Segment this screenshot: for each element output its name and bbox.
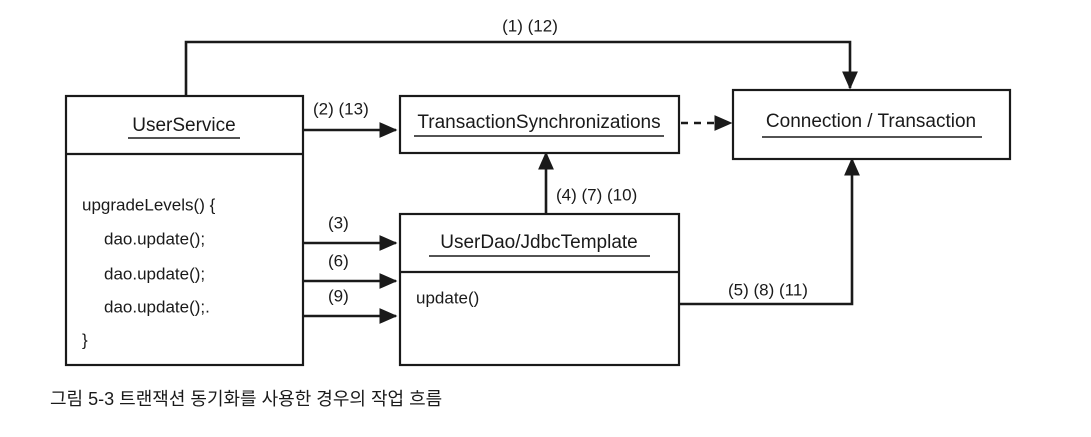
user-service-body-line-3: dao.update();. — [104, 297, 210, 316]
edge-label-3: (3) — [328, 213, 349, 232]
user-service-title: UserService — [132, 115, 235, 136]
user-service-body-line-2: dao.update(); — [104, 264, 205, 283]
edge-9: (9) — [303, 286, 398, 325]
edge-label-9: (9) — [328, 286, 349, 305]
node-user-dao[interactable]: UserDao/JdbcTemplate update() — [398, 212, 681, 367]
edge-2-13: (2) (13) — [303, 99, 398, 139]
edge-label-4-7-10: (4) (7) (10) — [556, 185, 637, 204]
user-service-body-line-4: } — [82, 330, 88, 349]
edge-label-6: (6) — [328, 251, 349, 270]
edge-3: (3) — [303, 213, 398, 252]
user-service-body-line-1: dao.update(); — [104, 229, 205, 248]
user-dao-body-line-0: update() — [416, 288, 479, 307]
edge-label-2-13: (2) (13) — [313, 99, 369, 118]
edge-label-1-12: (1) (12) — [502, 16, 558, 35]
transaction-synchronizations-box[interactable] — [398, 94, 681, 155]
user-service-box[interactable] — [64, 94, 305, 367]
figure-caption: 그림 5-3 트랜잭션 동기화를 사용한 경우의 작업 흐름 — [50, 389, 442, 409]
edge-4-7-10: (4) (7) (10) — [537, 151, 637, 214]
edge-6: (6) — [303, 251, 398, 290]
node-user-service[interactable]: UserService upgradeLevels() { dao.update… — [64, 94, 305, 367]
transaction-synchronizations-title: TransactionSynchronizations — [417, 112, 660, 133]
user-service-body-line-0: upgradeLevels() { — [82, 195, 216, 214]
user-dao-box[interactable] — [398, 212, 681, 367]
edge-5-8-11: (5) (8) (11) — [679, 157, 861, 306]
connection-transaction-title: Connection / Transaction — [766, 111, 976, 132]
edge-1-12: (1) (12) — [184, 16, 859, 96]
node-connection-transaction[interactable]: Connection / Transaction — [731, 88, 1012, 161]
user-dao-title: UserDao/JdbcTemplate — [440, 232, 637, 253]
node-transaction-synchronizations[interactable]: TransactionSynchronizations — [398, 94, 681, 155]
edge-label-5-8-11: (5) (8) (11) — [728, 280, 808, 299]
connection-transaction-box[interactable] — [731, 88, 1012, 161]
